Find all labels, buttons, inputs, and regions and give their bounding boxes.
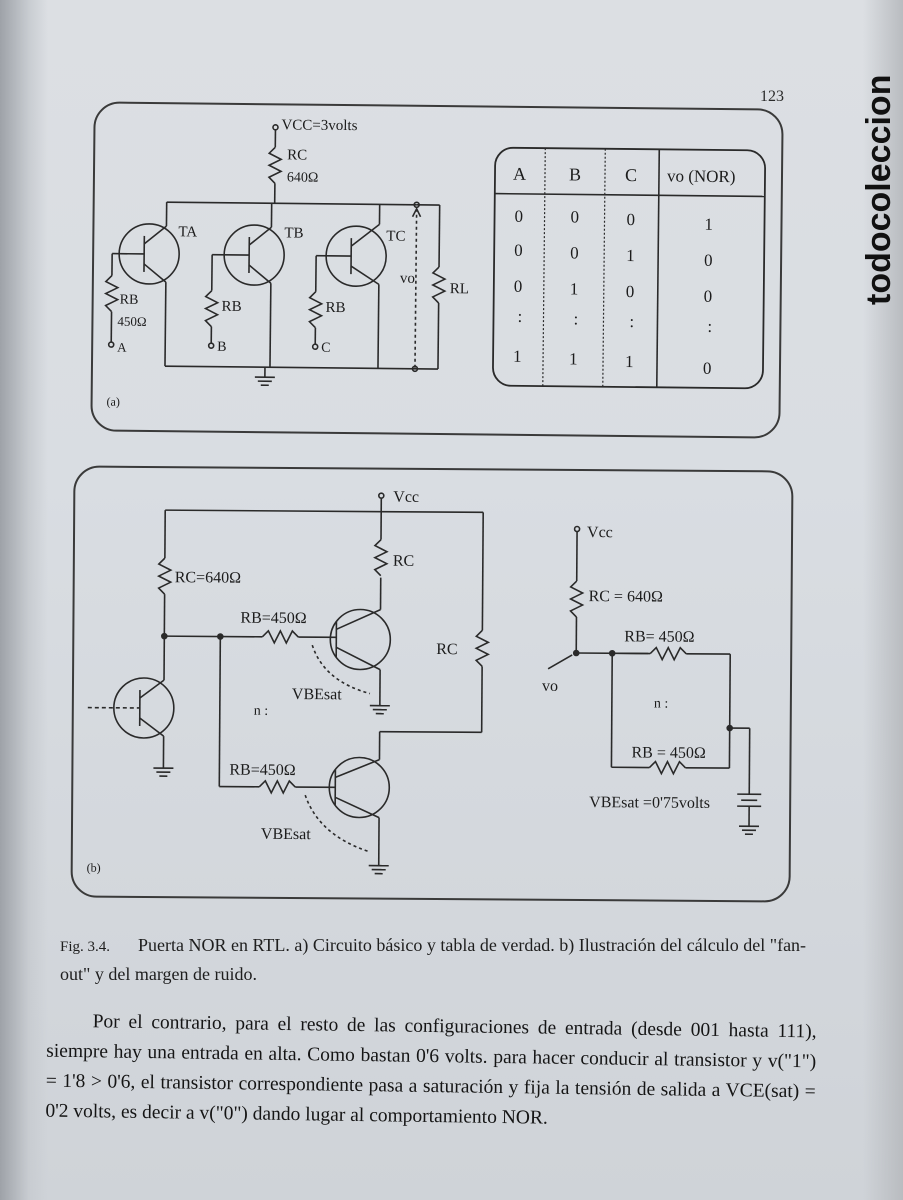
- circuit-diagram-b: Vcc RC=640Ω RC RB=450Ω VBEsat n : RC RB=…: [87, 489, 762, 875]
- circuit-diagram-a: VCC=3volts RC 640Ω TA TB TC RB 450Ω RB R…: [103, 117, 766, 409]
- truth-cell: 0: [626, 210, 635, 229]
- rb-value-a: 450Ω: [117, 314, 146, 329]
- rb-450-label-upper: RB=450Ω: [240, 610, 306, 627]
- truth-cell: 0: [704, 287, 713, 306]
- truth-header-a: A: [513, 164, 526, 184]
- rc-value: 640Ω: [287, 170, 319, 185]
- truth-cell: :: [573, 309, 578, 328]
- figure-panel-a: VCC=3volts RC 640Ω TA TB TC RB 450Ω RB R…: [90, 101, 784, 439]
- truth-cell: :: [517, 307, 522, 326]
- rb-label-b: RB: [222, 299, 242, 315]
- truth-cell: 0: [514, 241, 523, 260]
- truth-cell: 1: [569, 349, 578, 368]
- figure-panel-b: Vcc RC=640Ω RC RB=450Ω VBEsat n : RC RB=…: [70, 465, 794, 903]
- rc-label: RC: [287, 147, 307, 163]
- vbesat-label-upper: VBEsat: [292, 686, 342, 703]
- n-label-equivalent: n :: [654, 697, 668, 712]
- vbesat-label-lower: VBEsat: [261, 826, 311, 843]
- truth-header-c: C: [625, 165, 637, 185]
- truth-cell: 0: [514, 277, 523, 296]
- caption-text: Puerta NOR en RTL. a) Circuito básico y …: [60, 935, 807, 984]
- truth-table: A B C vo (NOR) 0 0 0 1 0 0 1 0 0 1 0 0 :…: [492, 146, 766, 390]
- vo-label-equivalent: vo: [542, 678, 558, 695]
- rl-label: RL: [450, 281, 469, 297]
- truth-cell: 1: [513, 347, 522, 366]
- transistor-label-c: TC: [386, 228, 405, 244]
- input-label-b: B: [217, 340, 227, 355]
- vcc-label-right: Vcc: [587, 524, 613, 541]
- figure-number: Fig. 3.4.: [60, 939, 111, 955]
- body-paragraph: Por el contrario, para el resto de las c…: [45, 1007, 817, 1138]
- page-number: 123: [760, 88, 784, 105]
- paragraph-text: Por el contrario, para el resto de las c…: [45, 1011, 817, 1129]
- truth-cell: 1: [704, 215, 713, 234]
- truth-cell: 0: [514, 207, 523, 226]
- vbesat-label-equivalent: VBEsat =0'75volts: [589, 794, 710, 812]
- truth-cell: :: [707, 317, 712, 336]
- input-label-c: C: [321, 341, 331, 356]
- rb-label-c: RB: [326, 300, 346, 316]
- vo-label: vo: [400, 271, 415, 287]
- watermark-logo: todocoleccion: [860, 75, 898, 305]
- truth-cell: 0: [703, 359, 712, 378]
- vcc-label: VCC=3volts: [281, 117, 357, 134]
- truth-header-vo: vo (NOR): [667, 166, 736, 186]
- truth-cell: 0: [570, 243, 579, 262]
- rc-label-equivalent: RC = 640Ω: [589, 588, 663, 606]
- truth-cell: 0: [570, 207, 579, 226]
- vcc-label-b: Vcc: [393, 489, 419, 506]
- truth-cell: 1: [626, 246, 635, 265]
- n-dots-label: n :: [254, 704, 268, 719]
- panel-a-label: (a): [107, 395, 120, 409]
- page-edge-shadow: [863, 0, 903, 1200]
- truth-cell: 1: [625, 352, 634, 371]
- rc-640-label: RC=640Ω: [175, 569, 241, 586]
- watermark-text: todocoleccion: [860, 75, 898, 305]
- page-gutter-shadow: [0, 0, 48, 1200]
- rb-450-label-lower: RB=450Ω: [229, 762, 295, 779]
- rc-label-upper: RC: [393, 553, 414, 570]
- rb-bottom-label-equivalent: RB = 450Ω: [631, 744, 705, 762]
- transistor-label-a: TA: [178, 224, 197, 240]
- truth-cell: :: [629, 312, 634, 331]
- truth-cell: 0: [626, 282, 635, 301]
- truth-cell: 0: [704, 251, 713, 270]
- transistor-label-b: TB: [284, 225, 303, 241]
- rc-label-right: RC: [436, 641, 457, 658]
- figure-caption: Fig. 3.4.Puerta NOR en RTL. a) Circuito …: [60, 932, 820, 988]
- input-label-a: A: [117, 340, 127, 355]
- rb-top-label-equivalent: RB= 450Ω: [624, 628, 694, 645]
- truth-cell: 1: [570, 279, 579, 298]
- truth-header-b: B: [569, 164, 581, 184]
- rb-label-a: RB: [120, 293, 139, 308]
- panel-b-label: (b): [87, 861, 101, 875]
